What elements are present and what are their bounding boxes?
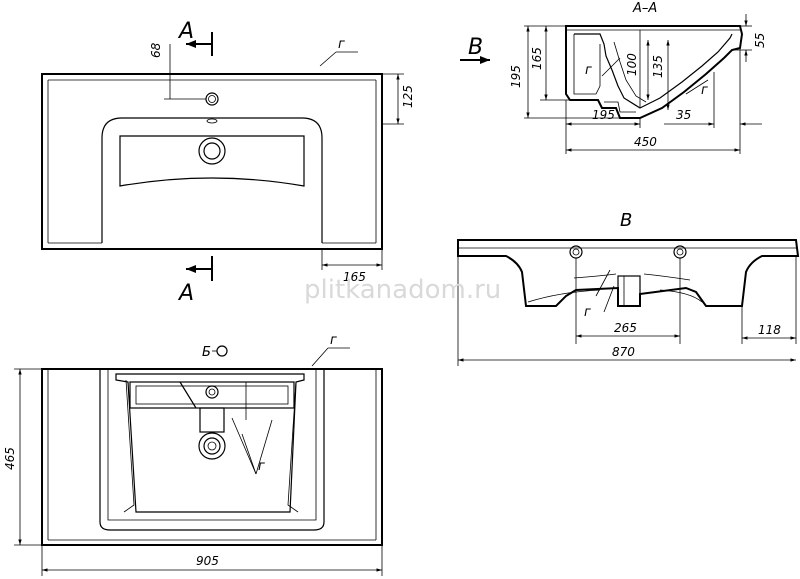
bottom-bowl-outer <box>99 369 325 531</box>
bottom-bowl-inner <box>115 373 305 513</box>
bottom-outline <box>41 368 383 546</box>
watermark: plitkanadom.ru <box>304 275 501 305</box>
plan-bowl-outer <box>101 117 323 243</box>
dim-55: 55 <box>753 33 767 48</box>
dim-35: 35 <box>676 108 691 122</box>
faucet-hole <box>205 92 219 106</box>
g-label-section-1: г <box>585 63 592 78</box>
front-view: В г 265 118 870 <box>457 210 800 366</box>
dim-450: 450 <box>634 135 657 149</box>
section-profile-outer <box>565 25 744 119</box>
view-b-ref-label: Б <box>202 345 211 360</box>
dim-100: 100 <box>625 53 639 76</box>
g-label-front: г <box>584 305 591 320</box>
dim-135: 135 <box>651 55 665 78</box>
plan-view: A A 68 125 165 г <box>41 19 415 306</box>
drain-hole <box>198 137 226 165</box>
section-aa-title: A–A <box>632 1 657 16</box>
dim-165-side: 165 <box>530 47 544 70</box>
g-label-plan: г <box>338 37 345 52</box>
view-b-label: B <box>468 35 483 60</box>
view-b-ref-symbol <box>216 345 228 357</box>
dim-68: 68 <box>149 42 163 58</box>
dim-870: 870 <box>612 345 635 359</box>
dim-125: 125 <box>401 85 415 108</box>
dim-465: 465 <box>3 447 17 470</box>
plan-outline <box>41 73 383 250</box>
dim-195-bottom: 195 <box>592 108 615 122</box>
section-profile-inner <box>574 33 733 109</box>
view-v-label: В <box>620 210 632 231</box>
overflow-slot <box>206 118 218 124</box>
bottom-view: г г Б 465 905 <box>3 333 383 576</box>
bottom-drain-neck <box>199 407 225 433</box>
dim-195-side: 195 <box>509 65 523 88</box>
front-drain <box>617 275 641 307</box>
g-label-section-2: г <box>701 83 708 98</box>
bottom-drain <box>198 432 226 460</box>
section-a-label-bottom: A <box>177 281 194 306</box>
front-outline <box>457 239 800 307</box>
g-label-bottom-top: г <box>330 333 337 348</box>
section-aa-view: A–A 195 165 100 135 55 195 <box>460 1 767 154</box>
dim-165-top: 165 <box>343 270 366 284</box>
g-label-bottom: г <box>258 459 265 474</box>
section-a-label-top: A <box>177 19 194 44</box>
dim-265: 265 <box>614 321 637 335</box>
dim-118: 118 <box>758 323 781 337</box>
plan-bowl-inner <box>119 135 305 187</box>
dim-905: 905 <box>196 554 219 568</box>
